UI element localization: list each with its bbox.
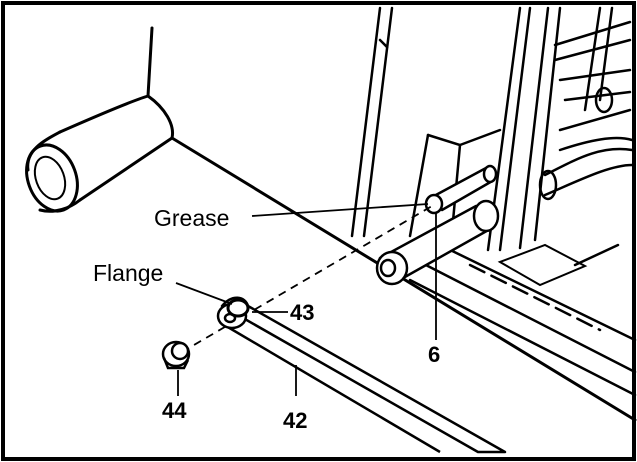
link-arm-42 xyxy=(216,296,507,454)
base-rails xyxy=(408,243,637,397)
label-part-44: 44 xyxy=(162,398,187,423)
label-part-42: 42 xyxy=(283,408,307,433)
assembly-dashed-line xyxy=(181,205,433,353)
nut-44 xyxy=(161,340,191,370)
label-flange: Flange xyxy=(93,260,163,286)
label-part-43: 43 xyxy=(290,300,314,325)
label-part-6: 6 xyxy=(428,342,440,367)
pivot-pin xyxy=(375,164,500,286)
leader-lines xyxy=(175,203,437,396)
label-grease: Grease xyxy=(154,205,229,231)
right-mechanism xyxy=(538,20,634,201)
bushing-43 xyxy=(226,298,250,318)
